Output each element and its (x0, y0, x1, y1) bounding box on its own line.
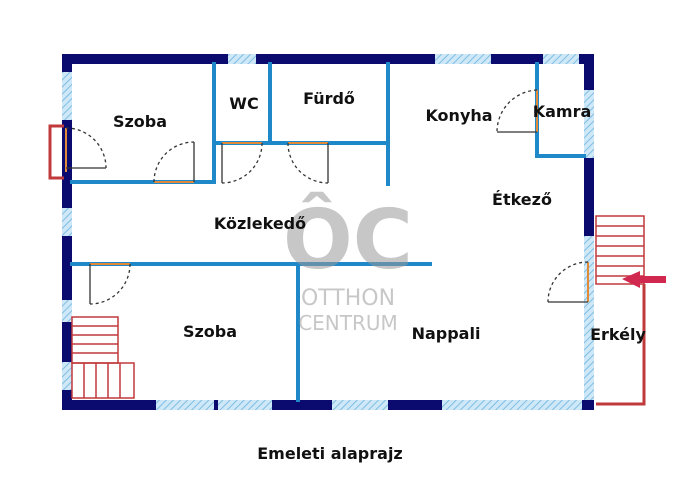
window (218, 400, 272, 410)
door-wc (221, 142, 263, 184)
room-label-szoba-top: Szoba (113, 112, 167, 131)
window (62, 300, 72, 322)
plan-caption: Emeleti alaprajz (257, 444, 403, 463)
room-label-konyha: Konyha (425, 106, 492, 125)
window (332, 400, 388, 410)
watermark: ÔC OTTHON CENTRUM (283, 191, 413, 335)
room-label-erkely: Erkély (590, 325, 646, 344)
window (228, 54, 256, 64)
window (62, 362, 72, 390)
window (543, 54, 579, 64)
window (435, 54, 491, 64)
balcony-railing (596, 284, 646, 406)
room-label-kamra: Kamra (533, 102, 592, 121)
entry-bracket (48, 124, 64, 180)
door-kamra (496, 89, 538, 133)
door-szoba-bottom (89, 263, 131, 305)
window (62, 208, 72, 236)
stairs (71, 215, 645, 399)
room-label-szoba-bottom: Szoba (183, 322, 237, 341)
room-label-wc: WC (229, 94, 258, 113)
room-labels: Szoba WC Fürdő Konyha Kamra Étkező Közle… (113, 89, 647, 344)
room-label-nappali: Nappali (412, 324, 481, 343)
windows (62, 54, 594, 410)
room-label-furdo: Fürdő (303, 89, 355, 108)
window (62, 72, 72, 120)
door-entry (65, 127, 107, 172)
window (442, 400, 582, 410)
doors (65, 89, 589, 305)
entry-arrow-icon (622, 271, 666, 288)
window (584, 236, 594, 400)
room-label-etkezo: Étkező (492, 190, 552, 209)
door-szoba-top (153, 141, 195, 183)
window (584, 90, 594, 158)
door-erkely (547, 261, 589, 303)
window (156, 400, 214, 410)
room-label-kozlekedo: Közlekedő (214, 214, 306, 233)
door-furdo (287, 142, 329, 184)
stairs-left (71, 316, 135, 399)
watermark-line1: OTTHON (301, 286, 395, 311)
stairs-right (595, 215, 645, 285)
watermark-logo: ÔC (283, 191, 413, 288)
watermark-line2: CENTRUM (298, 311, 398, 335)
